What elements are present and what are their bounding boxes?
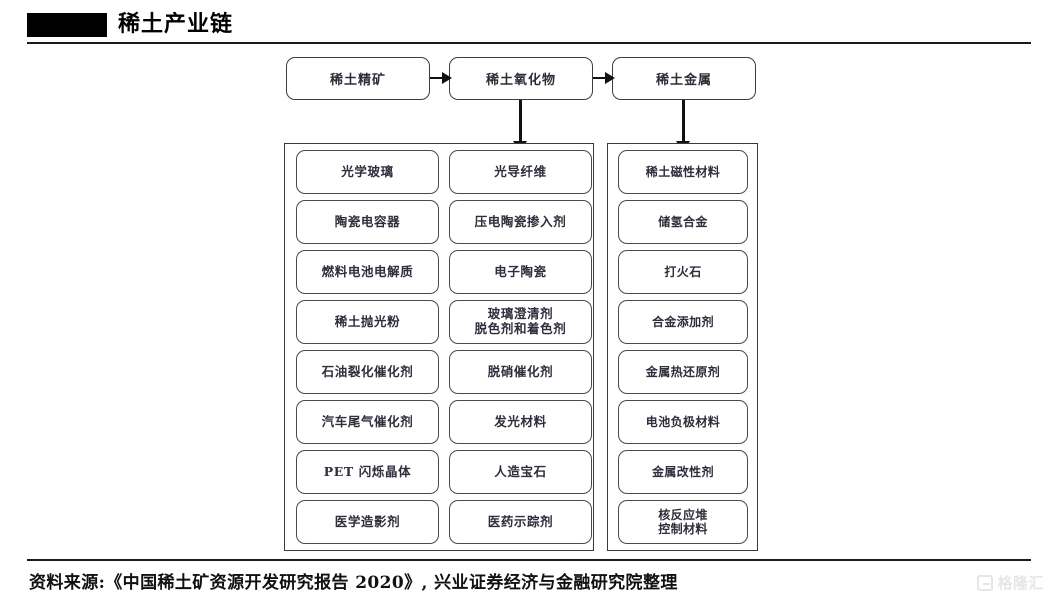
application-item[interactable]: 石油裂化催化剂 bbox=[296, 350, 439, 394]
flow-node-rare-earth-concentrate[interactable]: 稀土精矿 bbox=[286, 57, 430, 100]
watermark: 格隆汇 bbox=[977, 572, 1044, 593]
application-item[interactable]: 稀土抛光粉 bbox=[296, 300, 439, 344]
rare-earth-industry-chain-diagram: 稀土精矿 稀土氧化物 稀土金属 光学玻璃 陶瓷电容器 燃料电池电解质 稀土抛光粉… bbox=[0, 44, 1058, 554]
application-item[interactable]: 合金添加剂 bbox=[618, 300, 748, 344]
application-item[interactable]: 医学造影剂 bbox=[296, 500, 439, 544]
arrow-right-icon-oxide-to-metal bbox=[593, 72, 615, 84]
application-item[interactable]: 光导纤维 bbox=[449, 150, 592, 194]
oxide-applications-column-2: 光导纤维 压电陶瓷掺入剂 电子陶瓷 玻璃澄清剂 脱色剂和着色剂 脱硝催化剂 发光… bbox=[449, 150, 592, 544]
flow-node-rare-earth-oxide[interactable]: 稀土氧化物 bbox=[449, 57, 593, 100]
gelonghui-logo-icon bbox=[977, 574, 994, 591]
page-footer: 资料来源:《中国稀土矿资源开发研究报告 2020》, 兴业证券经济与金融研究院整… bbox=[0, 554, 1058, 602]
arrow-down-icon-metal-to-applications bbox=[676, 100, 689, 152]
application-item[interactable]: 人造宝石 bbox=[449, 450, 592, 494]
application-item[interactable]: 金属热还原剂 bbox=[618, 350, 748, 394]
application-item[interactable]: 打火石 bbox=[618, 250, 748, 294]
flow-node-rare-earth-metal[interactable]: 稀土金属 bbox=[612, 57, 756, 100]
application-item[interactable]: 汽车尾气催化剂 bbox=[296, 400, 439, 444]
application-item[interactable]: 脱硝催化剂 bbox=[449, 350, 592, 394]
application-item[interactable]: 储氢合金 bbox=[618, 200, 748, 244]
application-item[interactable]: 电池负极材料 bbox=[618, 400, 748, 444]
application-item[interactable]: 电子陶瓷 bbox=[449, 250, 592, 294]
watermark-text: 格隆汇 bbox=[997, 574, 1044, 592]
application-item[interactable]: PET 闪烁晶体 bbox=[296, 450, 439, 494]
application-item[interactable]: 核反应堆 控制材料 bbox=[618, 500, 748, 544]
application-item[interactable]: 金属改性剂 bbox=[618, 450, 748, 494]
oxide-applications-column-1: 光学玻璃 陶瓷电容器 燃料电池电解质 稀土抛光粉 石油裂化催化剂 汽车尾气催化剂… bbox=[296, 150, 439, 544]
header-divider bbox=[27, 42, 1031, 44]
page-header: 稀土产业链 bbox=[0, 0, 1058, 44]
application-item[interactable]: 燃料电池电解质 bbox=[296, 250, 439, 294]
arrow-down-icon-oxide-to-applications bbox=[513, 100, 526, 152]
footer-divider bbox=[27, 559, 1031, 561]
application-item[interactable]: 医药示踪剂 bbox=[449, 500, 592, 544]
application-item[interactable]: 光学玻璃 bbox=[296, 150, 439, 194]
application-item[interactable]: 玻璃澄清剂 脱色剂和着色剂 bbox=[449, 300, 592, 344]
application-item[interactable]: 陶瓷电容器 bbox=[296, 200, 439, 244]
application-item[interactable]: 压电陶瓷掺入剂 bbox=[449, 200, 592, 244]
header-logo-block bbox=[27, 13, 107, 37]
arrow-right-icon-concentrate-to-oxide bbox=[430, 72, 452, 84]
page-title: 稀土产业链 bbox=[118, 11, 234, 37]
application-item[interactable]: 发光材料 bbox=[449, 400, 592, 444]
metal-applications-column: 稀土磁性材料 储氢合金 打火石 合金添加剂 金属热还原剂 电池负极材料 金属改性… bbox=[618, 150, 748, 544]
source-note: 资料来源:《中国稀土矿资源开发研究报告 2020》, 兴业证券经济与金融研究院整… bbox=[29, 573, 678, 593]
application-item[interactable]: 稀土磁性材料 bbox=[618, 150, 748, 194]
